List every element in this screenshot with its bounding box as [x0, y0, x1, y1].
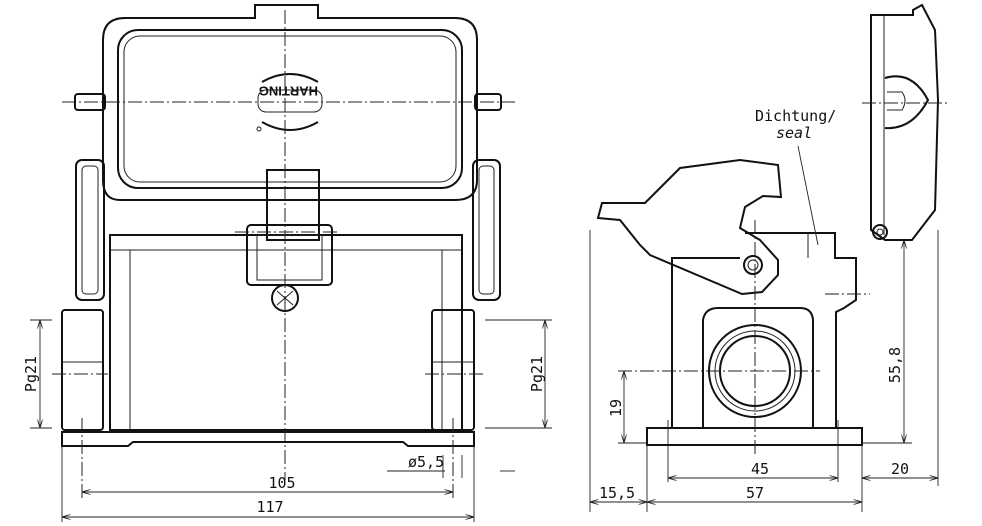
front-housing — [52, 234, 485, 500]
dim-105: 105 — [268, 474, 295, 492]
dim-45: 45 — [751, 460, 769, 478]
dim-19: 19 — [607, 399, 625, 417]
side-housing — [618, 220, 870, 482]
seal-callout: Dichtung/ seal — [755, 107, 836, 246]
dim-pg21-right: Pg21 — [528, 356, 546, 392]
logo-text: HARTING — [259, 83, 318, 98]
dim-pg21-left: Pg21 — [22, 356, 40, 392]
front-lid — [62, 4, 515, 201]
dim-117: 117 — [256, 498, 283, 516]
seal-leader-line — [797, 145, 819, 246]
dim-57: 57 — [746, 484, 764, 502]
dim-55-8: 55,8 — [886, 347, 904, 383]
harting-logo: HARTING — [256, 73, 323, 132]
front-latch — [235, 10, 340, 480]
side-lid — [862, 3, 950, 241]
seal-label-de: Dichtung/ — [755, 107, 836, 125]
seal-label-en: seal — [776, 124, 812, 142]
dim-20: 20 — [891, 460, 909, 478]
locking-levers — [75, 159, 501, 301]
front-dimensions: Pg21 Pg21 ø5,5 105 117 — [22, 319, 552, 522]
side-dimensions: 19 55,8 45 57 20 15,5 — [589, 230, 939, 512]
side-lever — [596, 158, 783, 296]
dim-15-5: 15,5 — [599, 484, 635, 502]
front-view: HARTING — [22, 4, 552, 522]
side-view: Dichtung/ seal 19 55,8 45 57 20 15,5 — [589, 3, 950, 512]
dim-hole-diameter: ø5,5 — [408, 453, 444, 471]
